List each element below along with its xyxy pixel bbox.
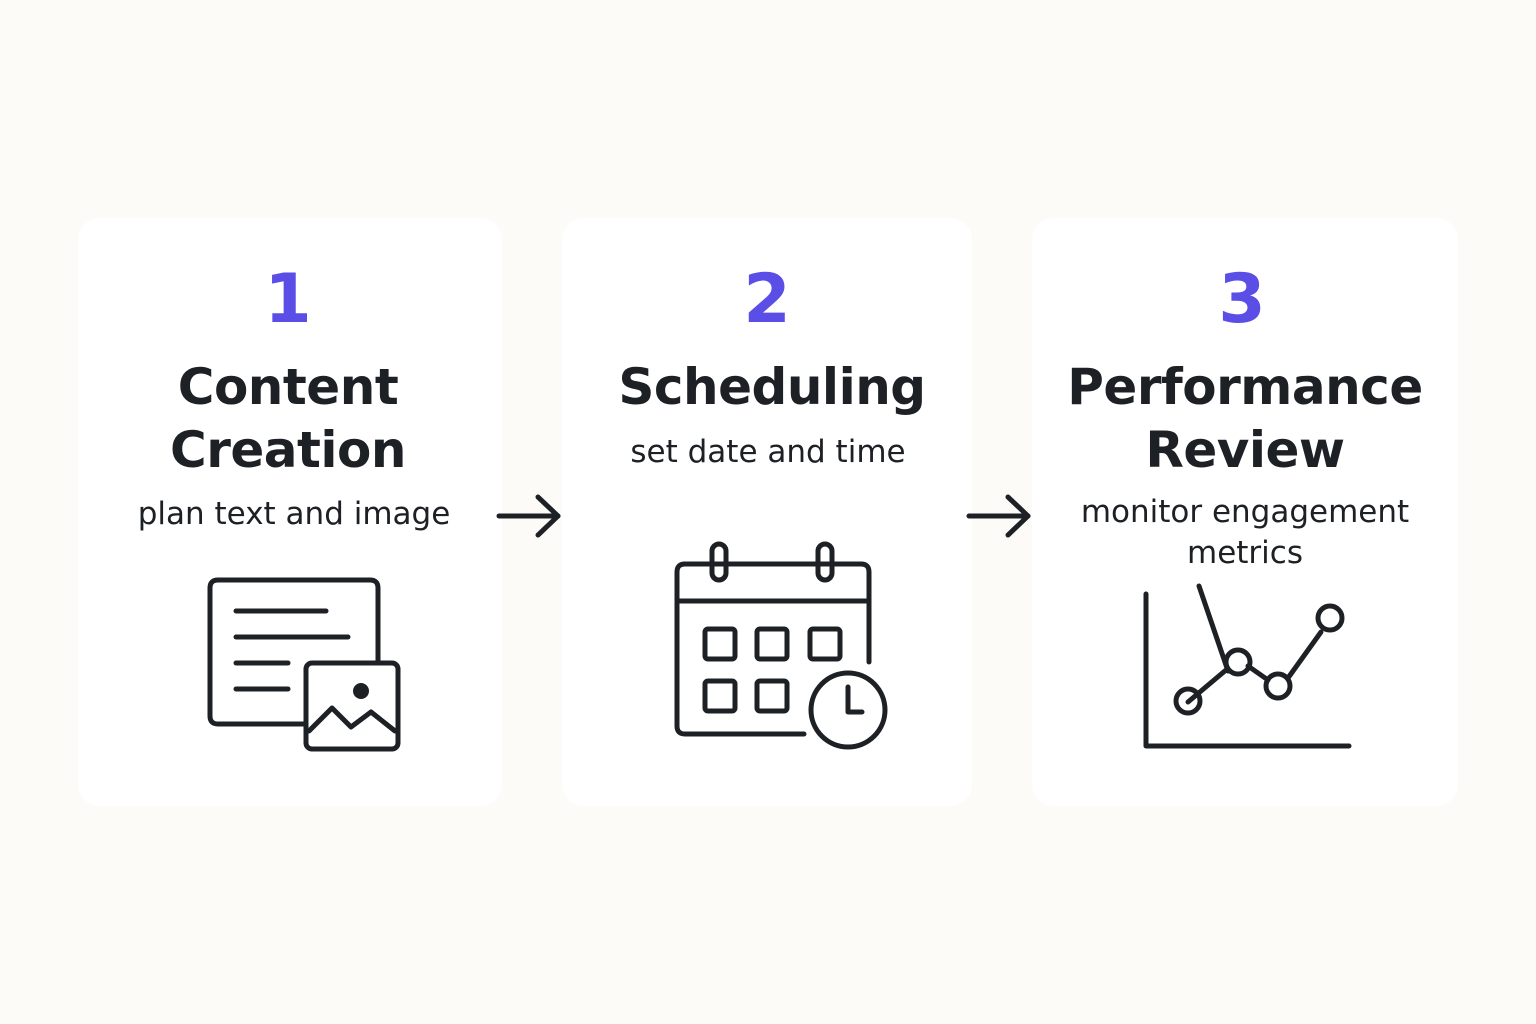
document-image-icon (207, 577, 401, 752)
arrow-right-icon (496, 494, 561, 538)
step-2-title-line-1: Scheduling (618, 358, 926, 416)
step-1-description-line-1: plan text and image (137, 496, 451, 532)
step-2-title: Scheduling (552, 356, 992, 419)
step-3-title-line-1: Performance (1067, 358, 1423, 416)
step-1-title-line-1: Content (177, 358, 399, 416)
step-3-number: 3 (1218, 260, 1266, 339)
step-1-title-line-2: Creation (170, 421, 407, 479)
step-3-description-line-2: metrics (1187, 535, 1303, 571)
step-1-description: plan text and image (74, 494, 514, 535)
step-3-title: Performance Review (1025, 356, 1465, 482)
step-1-title: Content Creation (68, 356, 508, 482)
step-2-description-line-1: set date and time (630, 434, 906, 470)
step-2-number: 2 (743, 260, 791, 339)
step-3-description: monitor engagement metrics (1025, 492, 1465, 574)
step-card-performance-review (1032, 218, 1458, 806)
step-3-title-line-2: Review (1145, 421, 1345, 479)
calendar-clock-icon (674, 541, 888, 750)
arrow-right-icon (966, 494, 1031, 538)
step-2-description: set date and time (548, 432, 988, 473)
step-3-description-line-1: monitor engagement (1080, 494, 1410, 530)
step-card-content-creation (78, 218, 502, 806)
step-card-scheduling (562, 218, 972, 806)
step-1-number: 1 (264, 260, 312, 339)
line-chart-icon (1143, 583, 1352, 749)
